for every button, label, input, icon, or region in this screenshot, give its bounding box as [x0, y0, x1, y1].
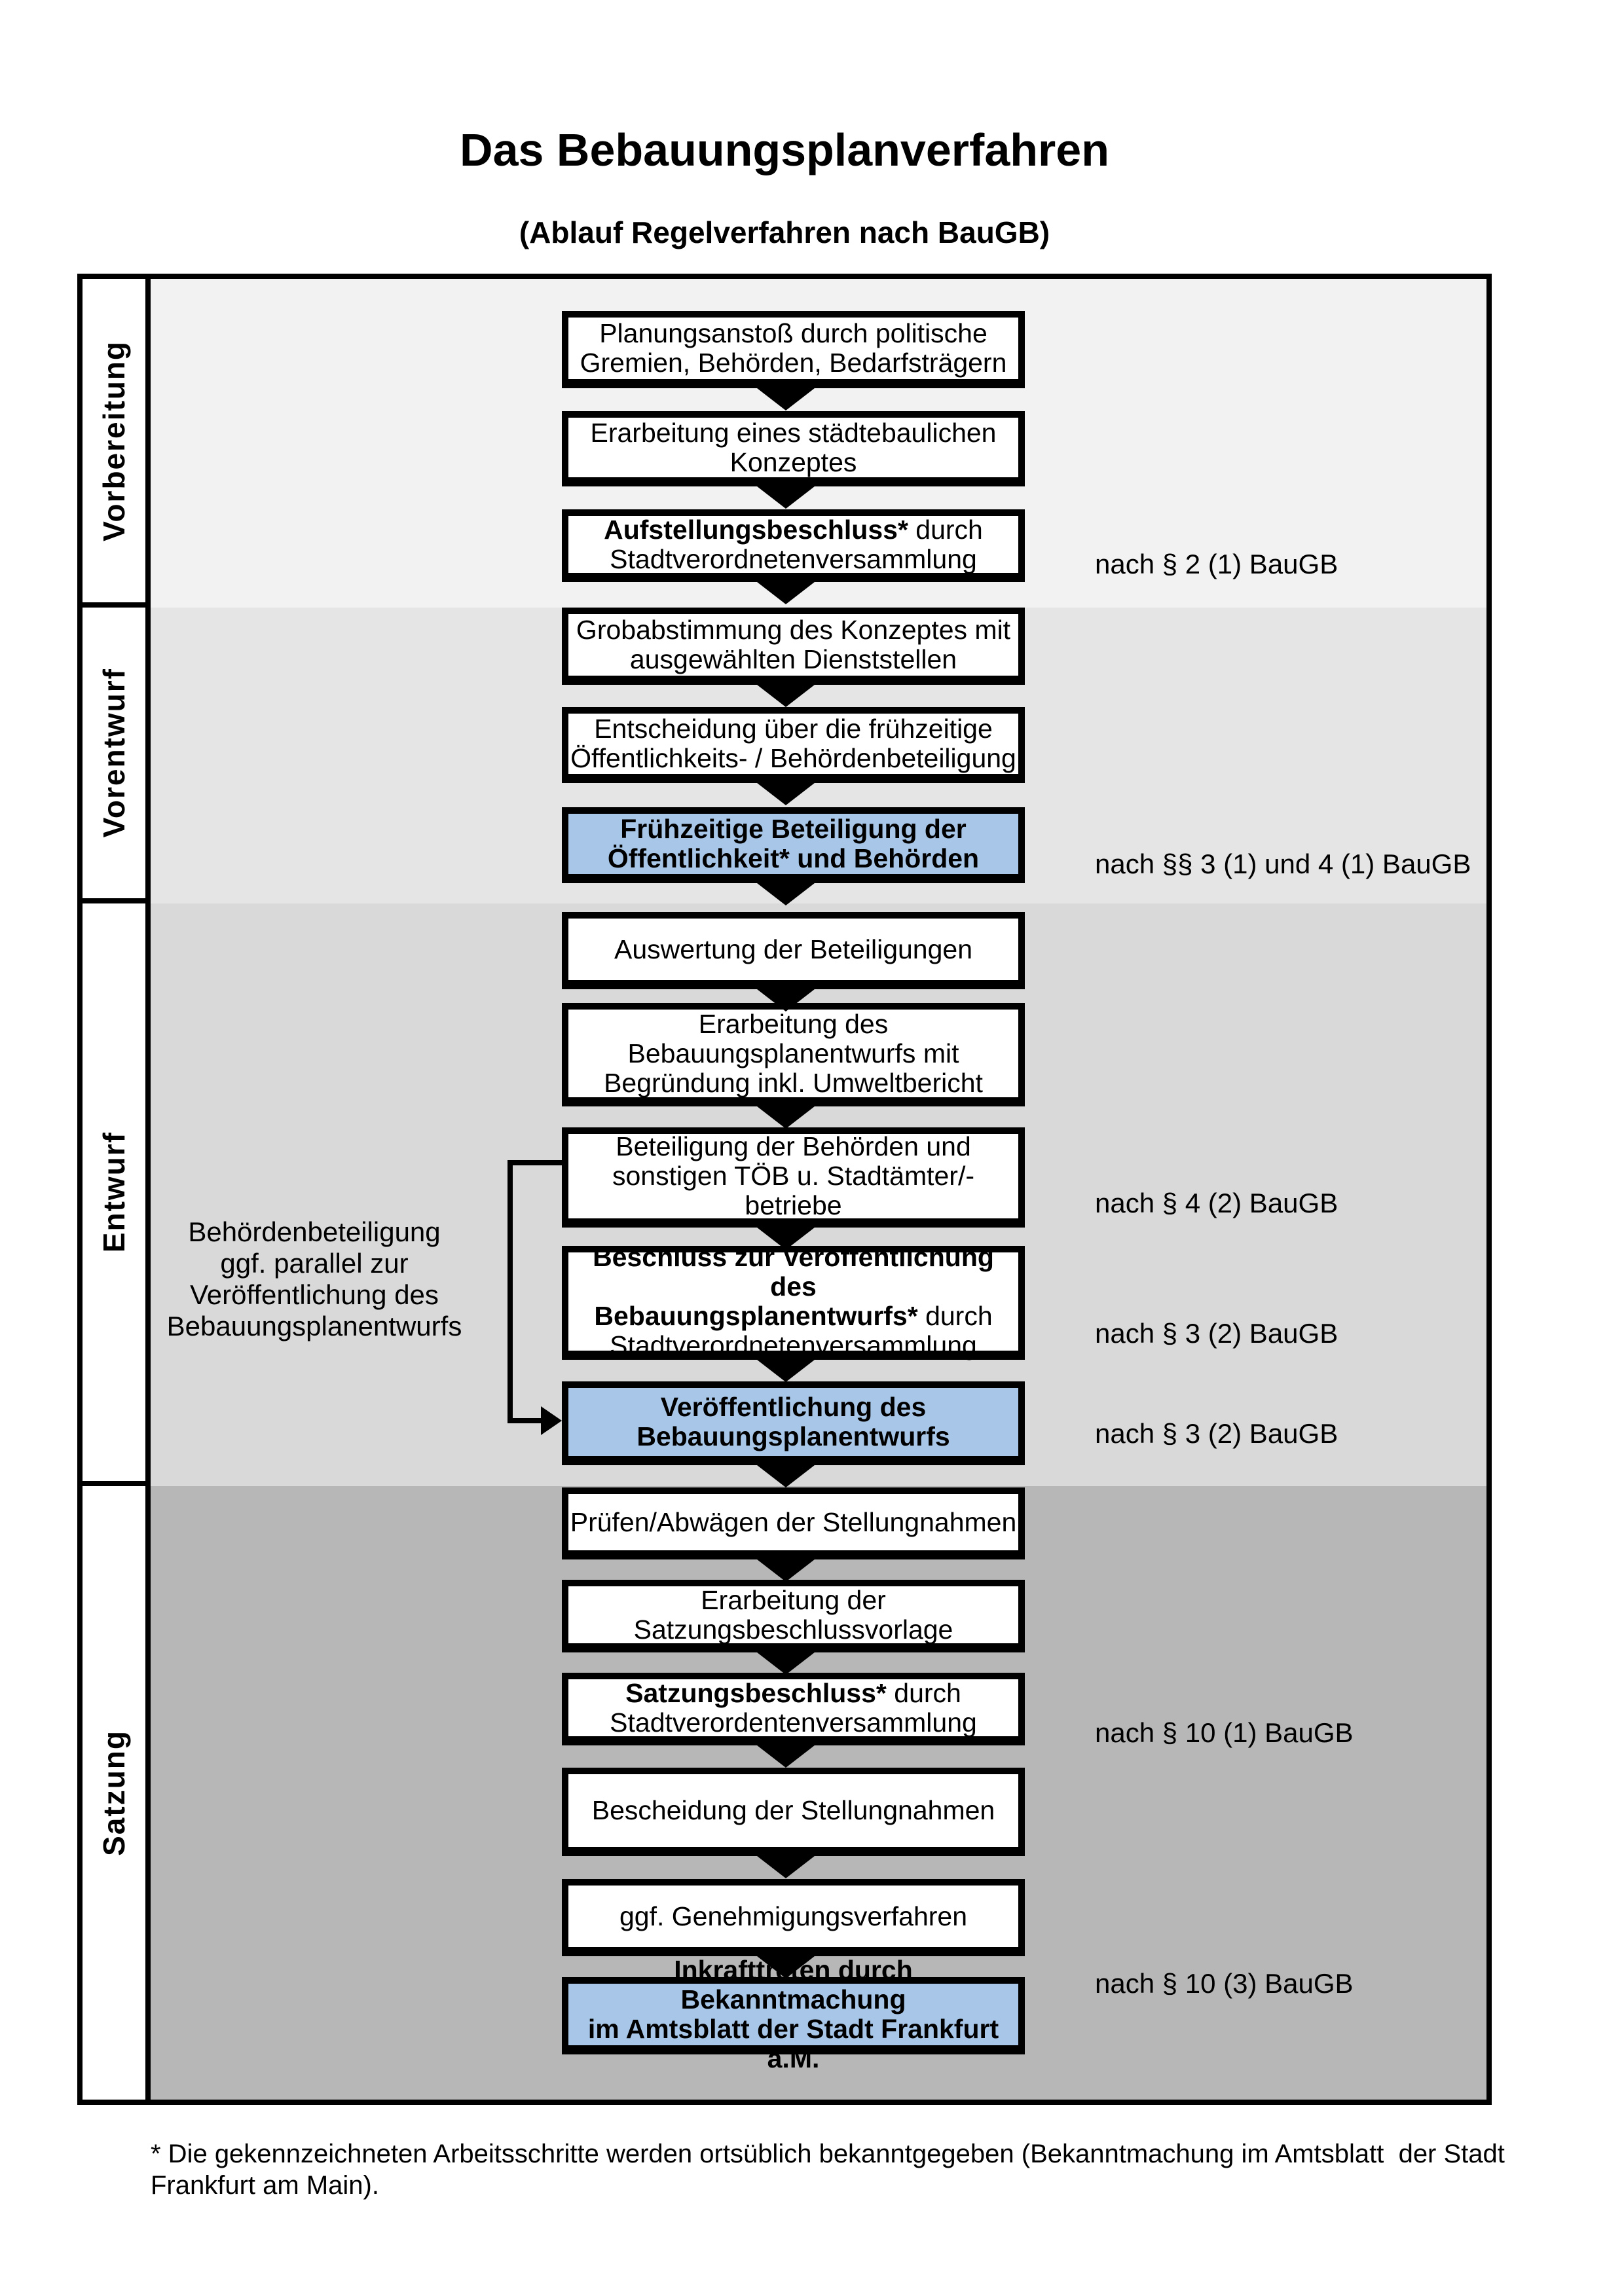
legal-reference: nach § 2 (1) BauGB	[1095, 549, 1338, 579]
down-arrow-icon	[745, 1351, 826, 1382]
page-subtitle: (Ablauf Regelverfahren nach BauGB)	[519, 215, 1050, 249]
flow-box-satzungsbeschluss: Satzungsbeschluss* durch Stadtverordente…	[562, 1673, 1025, 1745]
flow-box-veroeffentlichung: Veröffentlichung des Bebauungsplanentwur…	[562, 1381, 1025, 1465]
flow-box-behoerdenbeteiligung: Beteiligung der Behörden und sonstigen T…	[562, 1127, 1025, 1228]
phase-label-vorentwurf: Vorentwurf	[83, 608, 151, 903]
down-arrow-icon	[745, 477, 826, 509]
down-arrow-icon	[745, 676, 826, 707]
legal-reference: nach § 10 (1) BauGB	[1095, 1717, 1354, 1748]
footnote: * Die gekennzeichneten Arbeitsschritte w…	[151, 2140, 1505, 2200]
down-arrow-icon	[745, 1947, 826, 1978]
down-arrow-icon	[745, 874, 826, 905]
parallel-process-note: Behördenbeteiligung ggf. parallel zur Ve…	[166, 1216, 462, 1341]
flow-box-bescheidung: Bescheidung der Stellungnahmen	[562, 1768, 1025, 1856]
flow-box-veroeffentlichungsbeschluss: Beschluss zur Veröffentlichung des Bebau…	[562, 1243, 1025, 1360]
legal-reference: nach § 4 (2) BauGB	[1095, 1188, 1338, 1218]
phase-label-satzung: Satzung	[83, 1486, 151, 2100]
flow-box-inkrafttreten: Inkrafttreten durch Bekanntmachung im Am…	[562, 1956, 1025, 2073]
down-arrow-icon	[745, 774, 826, 805]
parallel-connector-vertical-line	[507, 1160, 513, 1423]
down-arrow-icon	[745, 1218, 826, 1250]
parallel-connector-bottom-line	[507, 1418, 544, 1423]
down-arrow-icon	[745, 1643, 826, 1675]
flow-box-auswertung: Auswertung der Beteiligungen	[562, 912, 1025, 989]
flow-box-planungsanstoss: Planungsanstoß durch politische Gremien,…	[562, 311, 1025, 388]
flow-box-staedtebauliches-konzept: Erarbeitung eines städtebaulichen Konzep…	[562, 411, 1025, 486]
down-arrow-icon	[745, 980, 826, 1011]
down-arrow-icon	[745, 1847, 826, 1878]
right-arrowhead-icon	[541, 1406, 562, 1435]
flow-box-satzungsbeschlussvorlage: Erarbeitung der Satzungsbeschlussvorlage	[562, 1580, 1025, 1652]
flow-box-genehmigungsverfahren: ggf. Genehmigungsverfahren	[562, 1879, 1025, 1956]
page-title: Das Bebauungsplanverfahren	[460, 124, 1109, 175]
down-arrow-icon	[745, 379, 826, 410]
legal-reference: nach § 10 (3) BauGB	[1095, 1968, 1354, 1999]
flow-box-pruefen-abwaegen: Prüfen/Abwägen der Stellungnahmen	[562, 1487, 1025, 1559]
down-arrow-icon	[745, 1456, 826, 1487]
phase-label-entwurf: Entwurf	[83, 903, 151, 1486]
legal-reference: nach § 3 (2) BauGB	[1095, 1318, 1338, 1349]
flow-box-grobabstimmung: Grobabstimmung des Konzeptes mit ausgewä…	[562, 608, 1025, 685]
down-arrow-icon	[745, 1097, 826, 1129]
flow-box-aufstellungsbeschluss: Aufstellungsbeschluss* durch Stadtverord…	[562, 509, 1025, 582]
down-arrow-icon	[745, 1550, 826, 1582]
legal-reference: nach §§ 3 (1) und 4 (1) BauGB	[1095, 848, 1471, 879]
down-arrow-icon	[745, 573, 826, 604]
down-arrow-icon	[745, 1736, 826, 1768]
legal-reference: nach § 3 (2) BauGB	[1095, 1418, 1338, 1449]
flow-box-fruehzeitige-beteiligung: Frühzeitige Beteiligung der Öffentlichke…	[562, 807, 1025, 883]
phase-label-vorbereitung: Vorbereitung	[83, 279, 151, 608]
flow-box-entscheidung-beteiligung: Entscheidung über die frühzeitige Öffent…	[562, 707, 1025, 783]
parallel-connector-top-line	[507, 1160, 564, 1165]
flow-box-entwurf-erarbeitung: Erarbeitung des Bebauungsplanentwurfs mi…	[562, 1003, 1025, 1106]
